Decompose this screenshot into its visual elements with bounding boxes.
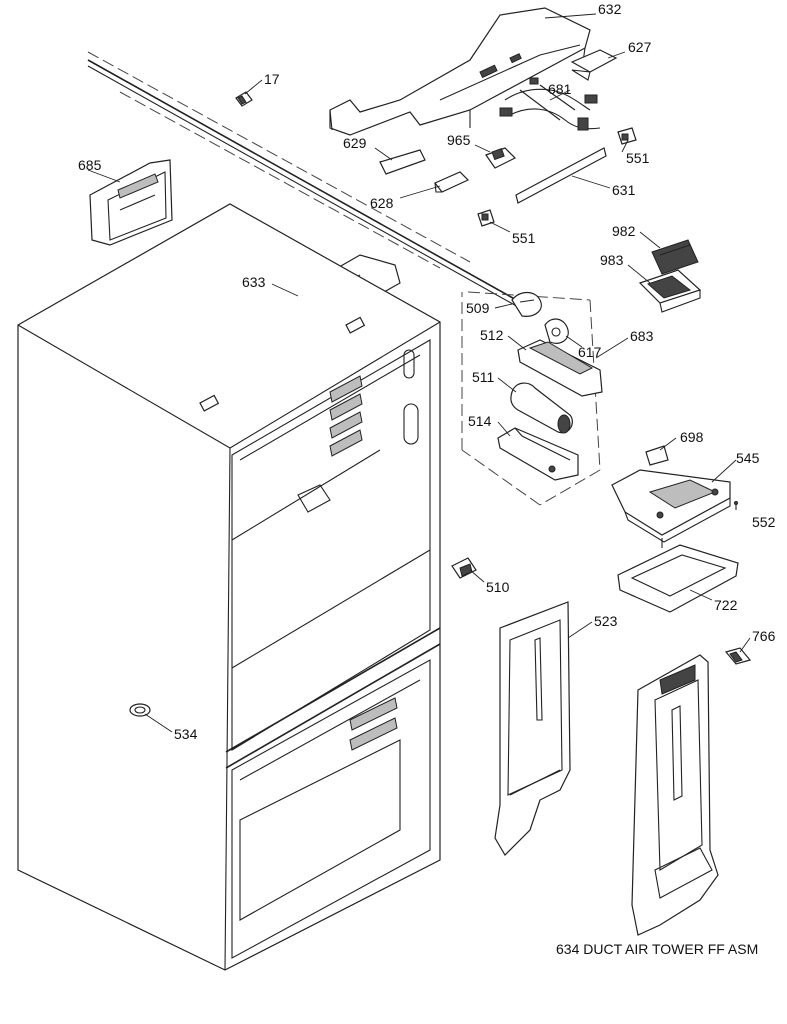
part-512 <box>517 339 603 397</box>
label-617: 617 <box>578 344 602 360</box>
label-545: 545 <box>736 450 760 466</box>
part-510 <box>451 557 477 579</box>
label-965: 965 <box>447 132 471 148</box>
part-514 <box>497 427 579 481</box>
fridge-cabinet <box>17 203 441 971</box>
leader-lines <box>87 13 751 733</box>
label-509: 509 <box>466 300 490 316</box>
label-698: 698 <box>680 429 704 445</box>
label-629: 629 <box>343 135 367 151</box>
part-629 <box>379 149 426 175</box>
caption-634: 634 DUCT AIR TOWER FF ASM <box>556 941 758 957</box>
callout-labels: 632 627 17 681 629 965 551 685 631 628 5… <box>78 1 776 742</box>
label-632: 632 <box>598 1 622 17</box>
label-766: 766 <box>752 628 776 644</box>
label-982: 982 <box>612 223 636 239</box>
explode-lines <box>87 51 601 506</box>
label-551-mid: 551 <box>512 230 536 246</box>
part-509 <box>511 291 542 317</box>
label-722: 722 <box>714 597 738 613</box>
label-681: 681 <box>548 81 572 97</box>
label-511: 511 <box>472 369 495 385</box>
label-510: 510 <box>486 579 510 595</box>
part-631-strip <box>515 147 607 204</box>
label-983: 983 <box>600 252 624 268</box>
part-685 <box>89 159 173 246</box>
inner-slots <box>329 375 398 751</box>
part-627 <box>570 49 618 81</box>
label-552: 552 <box>752 514 776 530</box>
top-rail <box>87 59 521 309</box>
label-628: 628 <box>370 195 394 211</box>
label-514: 514 <box>468 413 492 429</box>
part-634-duct-tower <box>631 654 719 936</box>
label-631: 631 <box>612 182 636 198</box>
screw-552 <box>661 501 738 548</box>
part-681-harness <box>499 77 601 131</box>
part-983 <box>638 269 702 313</box>
label-523: 523 <box>594 613 618 629</box>
part-545 <box>611 469 731 543</box>
part-632 <box>329 7 591 136</box>
part-982 <box>651 239 699 275</box>
part-523-duct <box>494 601 571 856</box>
part-628 <box>434 171 470 193</box>
label-512: 512 <box>480 327 504 343</box>
label-685: 685 <box>78 157 102 173</box>
label-633: 633 <box>242 274 266 290</box>
part-617 <box>544 318 569 344</box>
part-511-filter <box>510 382 573 434</box>
label-551-top: 551 <box>626 150 650 166</box>
label-683: 683 <box>630 328 654 344</box>
part-551-connector-lower <box>477 209 495 227</box>
label-17: 17 <box>264 71 280 87</box>
part-722-frame <box>617 544 739 613</box>
part-534-grommet <box>129 703 151 717</box>
part-698 <box>645 445 669 466</box>
label-627: 627 <box>628 39 652 55</box>
part-965-board <box>485 147 517 169</box>
bolt-part <box>235 91 253 107</box>
part-766 <box>724 647 752 665</box>
label-534: 534 <box>174 726 198 742</box>
part-551-connector <box>617 127 637 145</box>
